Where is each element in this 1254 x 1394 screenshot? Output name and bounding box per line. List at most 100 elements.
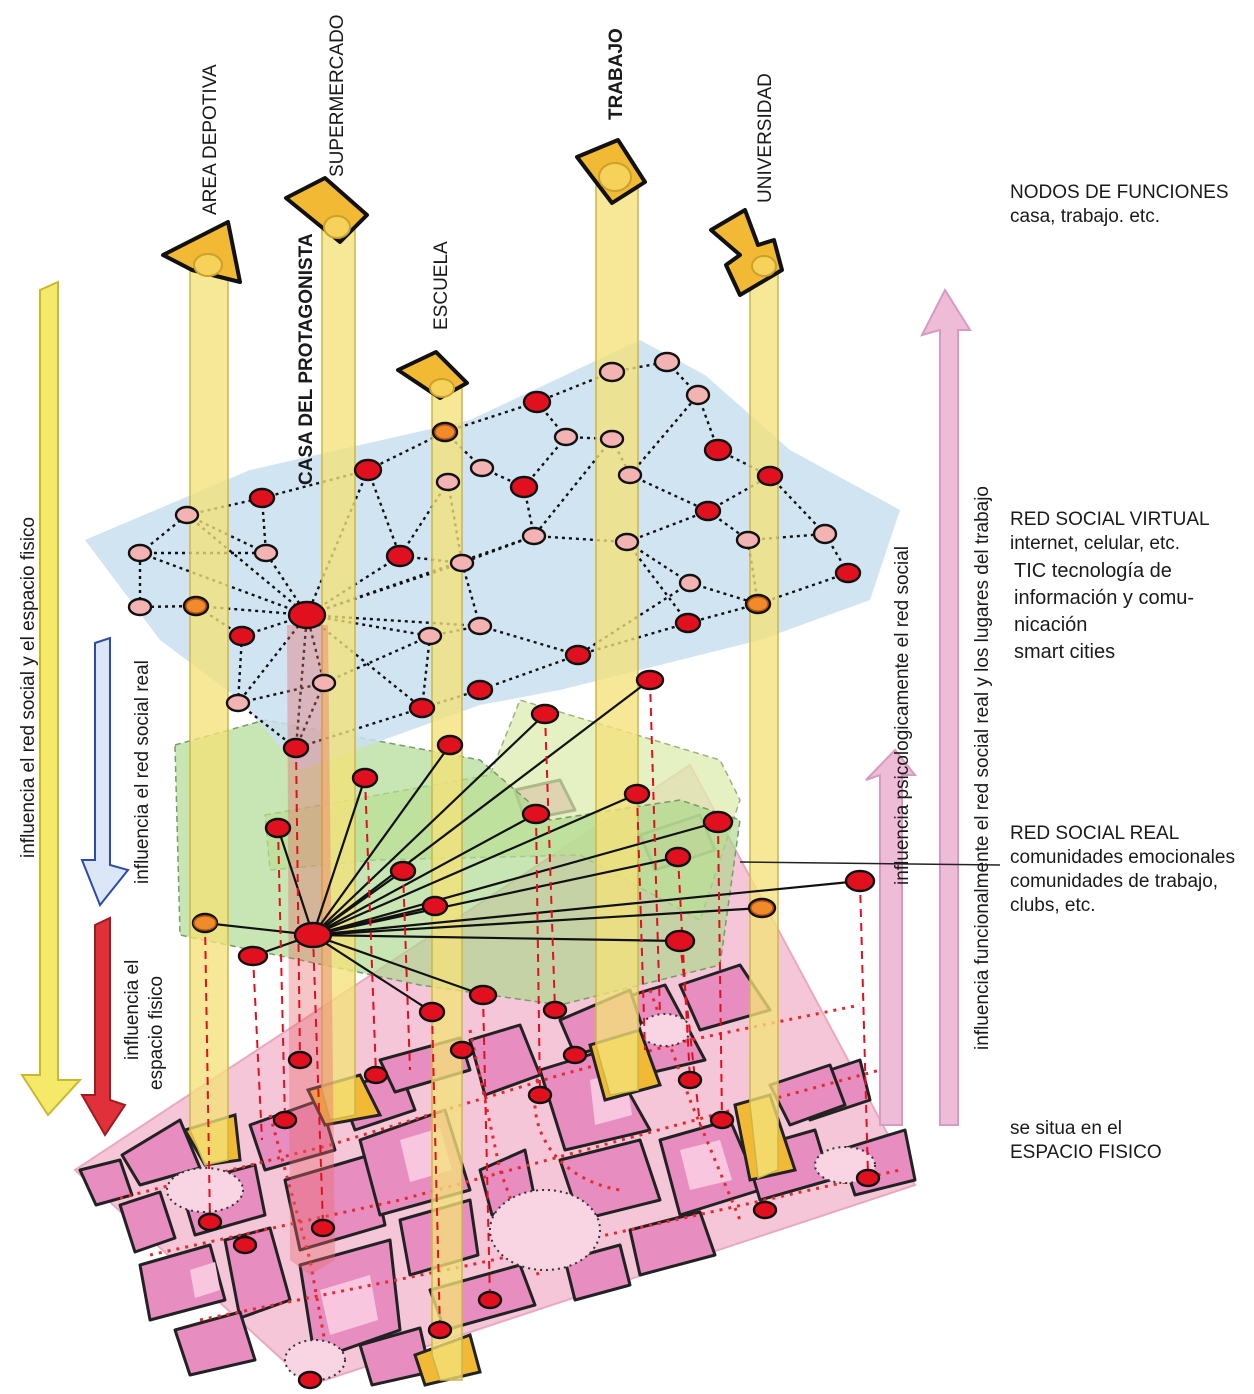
physical-node [709, 1110, 735, 1130]
layer-real-line1: comunidades emocionales [1010, 847, 1235, 868]
real-node [702, 810, 734, 834]
virtual-node [756, 465, 784, 487]
virtual-node [311, 673, 337, 693]
physical-nodes [197, 1000, 881, 1390]
virtual-node [228, 625, 256, 647]
real-node [664, 929, 696, 953]
virtual-node [417, 626, 443, 646]
physical-node [752, 1200, 778, 1220]
layer-label-real: RED SOCIAL REAL comunidades emocionales … [1010, 822, 1235, 918]
virtual-node [248, 487, 276, 509]
real-node [351, 767, 379, 789]
layer-nodos-title: NODOS DE FUNCIONES [1010, 182, 1229, 203]
label-arrow-psico: influencia psicologicamente el red socia… [892, 546, 913, 885]
virtual-hub-casa [287, 600, 327, 630]
layer-virtual-line1: TIC tecnología de [1014, 560, 1172, 582]
pillar-area-deportiva [189, 269, 229, 1166]
virtual-node [598, 361, 626, 383]
node-supermercado-shape [284, 176, 369, 244]
physical-node [297, 1370, 323, 1390]
virtual-node [564, 644, 592, 666]
real-node [389, 860, 417, 882]
virtual-node [703, 438, 733, 462]
real-node [436, 734, 464, 756]
real-node [418, 1001, 446, 1023]
virtual-node [253, 543, 279, 563]
pillar-universidad [749, 264, 779, 1180]
physical-node [677, 1070, 703, 1090]
real-network-edges [204, 679, 861, 1013]
physical-node [527, 1085, 553, 1105]
virtual-node [225, 693, 251, 713]
junction-dot [747, 596, 769, 612]
park-areas [166, 1013, 876, 1381]
layer-virtual-line4: smart cities [1014, 641, 1116, 663]
layer-fisico-line1: se situa en el [1010, 1118, 1122, 1139]
function-node-shapes [161, 138, 784, 400]
label-arrow-red-line2: espacio fisico [146, 976, 167, 1090]
virtual-node [174, 505, 200, 525]
virtual-node [599, 429, 625, 449]
real-node [844, 869, 876, 893]
physical-node [272, 1110, 298, 1130]
virtual-node [449, 553, 475, 573]
physical-node [477, 1290, 503, 1310]
label-escuela: ESCUELA [431, 241, 452, 330]
junction-dot [185, 598, 207, 614]
real-hub-casa [293, 921, 333, 949]
virtual-node [812, 523, 838, 545]
physical-node [287, 1050, 313, 1070]
layer-nodos-sub: casa, trabajo. etc. [1010, 206, 1160, 227]
junction-dot [193, 915, 217, 931]
node-area-deportiva-shape [161, 220, 242, 284]
virtual-node [385, 544, 415, 568]
layer-label-nodos: NODOS DE FUNCIONES casa, trabajo. etc. [1010, 181, 1229, 229]
virtual-node [617, 465, 643, 485]
real-network-pointer-line [739, 861, 1001, 866]
real-node [664, 846, 692, 868]
label-supermercado: SUPERMERCADO [327, 14, 348, 177]
virtual-node [467, 616, 493, 636]
virtual-node [614, 532, 640, 552]
virtual-node [408, 697, 436, 719]
virtual-node [678, 573, 702, 593]
node-universidad-shape [709, 208, 784, 297]
node-trabajo-shape [575, 138, 647, 205]
virtual-node [127, 597, 153, 617]
real-node [623, 783, 651, 805]
label-area-deportiva: AREA DEPOTIVA [200, 64, 221, 215]
pillar-casa [287, 625, 335, 1275]
physical-node [542, 1000, 568, 1020]
layer-virtual-title: RED SOCIAL VIRTUAL [1010, 509, 1210, 530]
node-escuela-shape [396, 350, 469, 400]
physical-node [197, 1212, 223, 1232]
virtual-node [435, 472, 461, 492]
arrow-pink-long [920, 287, 972, 1126]
virtual-node [509, 475, 539, 499]
arrow-red [80, 916, 127, 1137]
virtual-node [735, 530, 761, 550]
pillar-trabajo [595, 179, 639, 1096]
virtual-node [685, 384, 711, 406]
label-universidad: UNIVERSIDAD [755, 73, 776, 203]
physical-node [310, 1218, 336, 1238]
real-network-droplines [204, 679, 869, 1331]
label-arrow-func: influencia funcionalmente el red social … [972, 486, 993, 1050]
label-casa-del-protagonista: CASA DEL PROTAGONISTA [296, 233, 317, 485]
real-node [421, 895, 449, 917]
layer-virtual-line3: nicación [1014, 614, 1088, 636]
virtual-node [282, 737, 310, 759]
label-arrow-red-line1: influencia el [122, 960, 143, 1060]
physical-node [562, 1045, 588, 1065]
junction-dot [434, 424, 456, 440]
pillar-escuela [431, 384, 463, 1381]
virtual-node [553, 427, 579, 447]
real-node [468, 984, 498, 1006]
physical-node [232, 1235, 258, 1255]
virtual-node [834, 562, 862, 584]
physical-node [855, 1168, 881, 1188]
layer-fisico-line2: ESPACIO FISICO [1010, 1142, 1162, 1163]
layer-virtual-sub: internet, celular, etc. [1010, 533, 1181, 554]
